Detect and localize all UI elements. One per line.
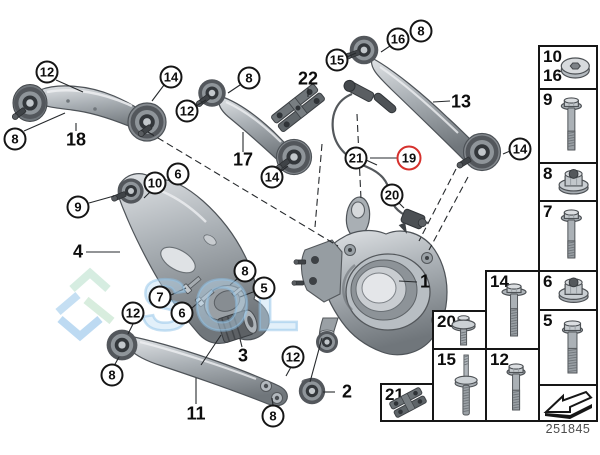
bracket-22-drawing <box>271 84 325 132</box>
leader-lines <box>23 45 511 406</box>
parts-table-cell-20: 20 <box>432 310 487 350</box>
callout-6: 6 <box>170 301 194 325</box>
parts-table-cell-9: 9 <box>538 88 598 164</box>
cell-number: 20 <box>437 312 456 331</box>
washer-icon <box>560 57 590 79</box>
flange-nut-icon <box>558 277 589 303</box>
part-label-11: 11 <box>186 403 206 424</box>
callout-19-highlighted: 19 <box>396 145 422 171</box>
callout-12: 12 <box>175 99 199 123</box>
callout-12: 12 <box>35 60 59 84</box>
lower-arm-4-drawing <box>110 173 270 344</box>
parts-table-cell-12: 12 <box>485 348 540 422</box>
parts-table-cell-8: 8 <box>538 162 598 202</box>
upper-arm-17-drawing <box>194 79 313 176</box>
diagram-number: 251845 <box>545 422 591 436</box>
callout-7: 7 <box>148 285 172 309</box>
part-label-1: 1 <box>419 271 431 292</box>
callout-8: 8 <box>233 259 257 283</box>
callout-12: 12 <box>121 301 145 325</box>
callout-21: 21 <box>344 146 368 170</box>
flat-head-bolt-icon <box>451 315 476 346</box>
upper-arm-18-drawing <box>10 84 167 142</box>
callout-15: 15 <box>325 48 349 72</box>
cell-number: 6 <box>543 272 553 291</box>
callout-10: 10 <box>143 171 167 195</box>
parts-table-cell-15: 15 <box>432 348 487 422</box>
cell-number: 16 <box>543 66 562 85</box>
callout-8: 8 <box>100 363 124 387</box>
callout-14: 14 <box>508 137 532 161</box>
parts-table-cell-direction-arrow <box>538 384 598 422</box>
cell-number: 7 <box>543 202 553 221</box>
callout-8: 8 <box>237 66 261 90</box>
parts-table-cell-7: 7 <box>538 200 598 272</box>
bracket-icon <box>389 387 427 418</box>
hex-bolt-icon <box>506 363 526 411</box>
track-rod-13-drawing <box>344 35 502 172</box>
callout-14: 14 <box>260 165 284 189</box>
callout-9: 9 <box>66 195 90 219</box>
callout-12: 12 <box>281 345 305 369</box>
stud-washer-icon <box>454 354 478 416</box>
callout-5: 5 <box>252 276 276 300</box>
callout-20: 20 <box>380 183 404 207</box>
callout-8: 8 <box>409 19 433 43</box>
hex-bolt-thick-icon <box>561 320 584 374</box>
flange-bolt-icon <box>560 209 582 259</box>
cell-number: 12 <box>490 350 509 369</box>
cell-number: 8 <box>543 164 553 183</box>
part-label-18: 18 <box>65 129 87 150</box>
cell-number: 9 <box>543 90 553 109</box>
callout-8: 8 <box>261 404 285 428</box>
part-label-4: 4 <box>72 241 84 262</box>
parts-table-cell-6: 6 <box>538 270 598 311</box>
part-label-13: 13 <box>450 91 472 112</box>
part-label-22: 22 <box>297 68 319 89</box>
bushing-3-drawing <box>217 309 258 343</box>
part-label-3: 3 <box>237 345 249 366</box>
cell-number: 15 <box>437 350 456 369</box>
callout-14: 14 <box>159 65 183 89</box>
part-label-2: 2 <box>341 381 353 402</box>
direction-arrow-icon <box>543 390 593 419</box>
cell-number: 14 <box>490 272 509 291</box>
parts-table-cell-5: 5 <box>538 309 598 386</box>
callout-16: 16 <box>386 27 410 51</box>
abs-sensor-drawing <box>331 79 429 234</box>
trailing-arm-11-drawing <box>106 329 326 407</box>
callout-8: 8 <box>3 127 27 151</box>
flange-bolt-icon <box>560 97 582 151</box>
cell-number: 5 <box>543 311 553 330</box>
part-label-17: 17 <box>232 149 254 170</box>
parts-table-cell-21: 21 <box>380 383 434 422</box>
cell-number: 10 <box>543 47 562 66</box>
parts-table-cell-14: 14 <box>485 270 540 350</box>
flange-nut-icon <box>558 169 589 195</box>
callout-6: 6 <box>166 162 190 186</box>
washer-bolt-icon <box>501 283 527 337</box>
